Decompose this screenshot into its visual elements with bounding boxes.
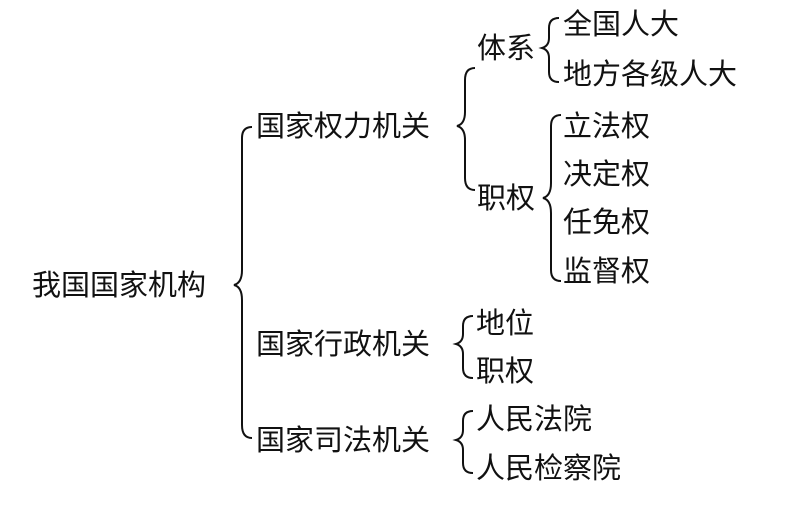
brace-power-authority xyxy=(542,114,562,282)
brace-judicial-organ xyxy=(452,410,474,474)
item-appointment-power: 任免权 xyxy=(563,205,651,239)
brace-admin-organ xyxy=(452,315,474,379)
branch-power-organ: 国家权力机关 xyxy=(256,109,431,143)
brace-power-organ xyxy=(456,67,476,191)
item-local-congress: 地方各级人大 xyxy=(563,57,738,91)
brace-system xyxy=(538,17,560,83)
item-legislative-power: 立法权 xyxy=(563,109,651,143)
item-status: 地位 xyxy=(476,306,535,340)
branch-admin-organ: 国家行政机关 xyxy=(256,327,431,361)
branch-judicial-organ: 国家司法机关 xyxy=(256,423,431,457)
item-peoples-court: 人民法院 xyxy=(476,402,593,436)
item-npc: 全国人大 xyxy=(563,7,680,41)
item-decision-power: 决定权 xyxy=(563,157,651,191)
item-supervision-power: 监督权 xyxy=(563,254,651,288)
item-admin-authority: 职权 xyxy=(476,354,535,388)
group-authority: 职权 xyxy=(477,181,536,215)
brace-root xyxy=(233,126,253,439)
root-label: 我国国家机构 xyxy=(32,268,207,302)
group-system: 体系 xyxy=(477,31,536,65)
item-procuratorate: 人民检察院 xyxy=(476,451,622,485)
